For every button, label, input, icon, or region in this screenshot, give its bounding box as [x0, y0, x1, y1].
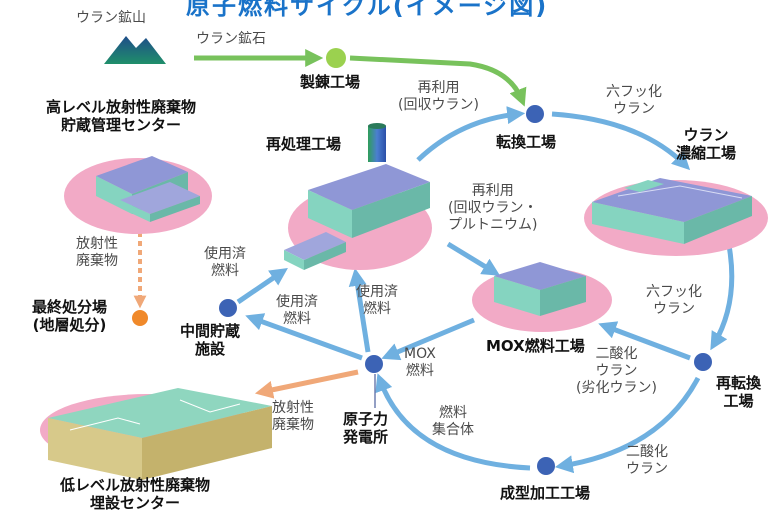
mox-plant-building: [472, 262, 612, 332]
spent-fuel-from-storage-label: 使用済 燃料: [204, 246, 246, 280]
fabrication-to-power-plant-arrow: [375, 373, 531, 471]
ore-flow-label: ウラン鉱石: [196, 31, 266, 47]
uf6-to-enrichment-label: 六フッ化 ウラン: [606, 84, 662, 118]
reconversion-label: 再転換 工場: [716, 374, 762, 411]
mox-plant-label: MOX燃料工場: [486, 337, 585, 355]
hlw-waste-label: 放射性 廃棄物: [76, 236, 118, 270]
reprocessing-to-conversion-arrow: [416, 106, 526, 162]
fabrication-node: [537, 457, 555, 475]
power-plant-to-storage-arrow: [245, 313, 363, 361]
spent-fuel-to-storage-label: 使用済 燃料: [276, 294, 318, 328]
mine-mountain-icon: [104, 36, 166, 64]
reprocessing-plant-building: [284, 123, 432, 270]
reuse-uranium-label: 再利用 (回収ウラン): [398, 80, 479, 114]
llw-waste-label: 放射性 廃棄物: [272, 400, 314, 434]
llw-center-label: 低レベル放射性廃棄物 埋設センター: [60, 476, 211, 513]
reuse-u-pu-label: 再利用 (回収ウラン・ プルトニウム): [448, 183, 538, 234]
final-disposal-label: 最終処分場 (地層処分): [32, 298, 108, 335]
power-plant-label: 原子力 発電所: [343, 410, 389, 447]
power-plant-to-llw-arrow: [254, 369, 359, 399]
reconversion-node: [694, 353, 712, 371]
reconversion-to-mox-arrow: [598, 321, 691, 361]
mox-to-power-plant-arrow: [381, 317, 475, 361]
refining-to-conversion-arrow: [349, 55, 527, 107]
reprocessing-label: 再処理工場: [266, 135, 342, 153]
fuel-assembly-label: 燃料 集合体: [432, 405, 474, 439]
enrichment-to-reconversion-arrow: [710, 239, 735, 351]
fabrication-label: 成型加工工場: [500, 484, 591, 502]
reconversion-to-fabrication-arrow: [554, 376, 701, 474]
conversion-label: 転換工場: [496, 133, 557, 151]
uo2-to-fabrication-label: 二酸化 ウラン: [626, 444, 668, 478]
power-plant-node: [365, 355, 383, 373]
hlw-center-label: 高レベル放射性廃棄物 貯蔵管理センター: [46, 98, 197, 135]
hlw-center-building: [64, 156, 212, 234]
interim-storage-label: 中間貯蔵 施設: [180, 322, 241, 359]
interim-storage-node: [219, 299, 237, 317]
uf6-to-reconversion-label: 六フッ化 ウラン: [646, 284, 702, 318]
conversion-node: [526, 105, 544, 123]
storage-to-reprocessing-arrow: [236, 267, 288, 305]
reprocessing-to-mox-arrow: [446, 241, 501, 276]
power-plant-to-reprocessing-arrow: [348, 267, 371, 353]
uo2-depleted-label: 二酸化 ウラン (劣化ウラン): [576, 346, 657, 397]
conversion-to-enrichment-arrow: [551, 111, 691, 171]
enrichment-label: ウラン 濃縮工場: [676, 126, 737, 163]
final-disposal-node: [132, 310, 148, 326]
refining-node: [326, 48, 346, 68]
page-title: 原子燃料サイクル(イメージ図): [186, 0, 549, 20]
mine-label: ウラン鉱山: [76, 10, 146, 26]
enrichment-plant-building: [584, 178, 768, 256]
llw-center-building: [40, 388, 272, 480]
refining-label: 製錬工場: [300, 73, 361, 91]
spent-fuel-to-reprocessing-label: 使用済 燃料: [356, 284, 398, 318]
mox-fuel-label: MOX 燃料: [404, 346, 436, 380]
